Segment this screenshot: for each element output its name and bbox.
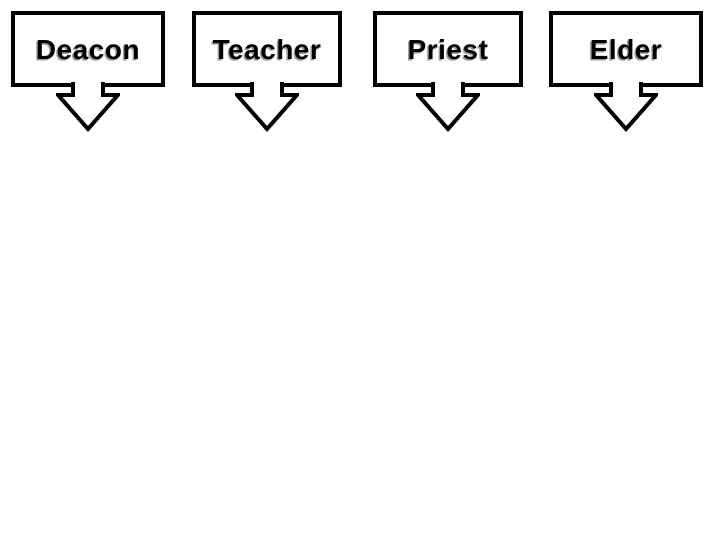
down-arrow-icon bbox=[56, 82, 120, 133]
role-box-teacher: Teacher bbox=[192, 11, 342, 87]
down-arrow-icon bbox=[594, 82, 658, 133]
role-callout-elder: Elder bbox=[549, 11, 703, 141]
role-box-deacon: Deacon bbox=[11, 11, 165, 87]
role-label-deacon: Deacon bbox=[35, 34, 141, 65]
role-label-elder: Elder bbox=[589, 34, 663, 65]
role-callout-deacon: Deacon bbox=[11, 11, 165, 141]
role-callout-teacher: Teacher bbox=[192, 11, 342, 141]
role-box-elder: Elder bbox=[549, 11, 703, 87]
role-label-priest: Priest bbox=[407, 34, 489, 65]
role-label-teacher: Teacher bbox=[212, 34, 322, 65]
role-callout-priest: Priest bbox=[373, 11, 523, 141]
down-arrow-icon bbox=[235, 82, 299, 133]
role-box-priest: Priest bbox=[373, 11, 523, 87]
down-arrow-icon bbox=[416, 82, 480, 133]
